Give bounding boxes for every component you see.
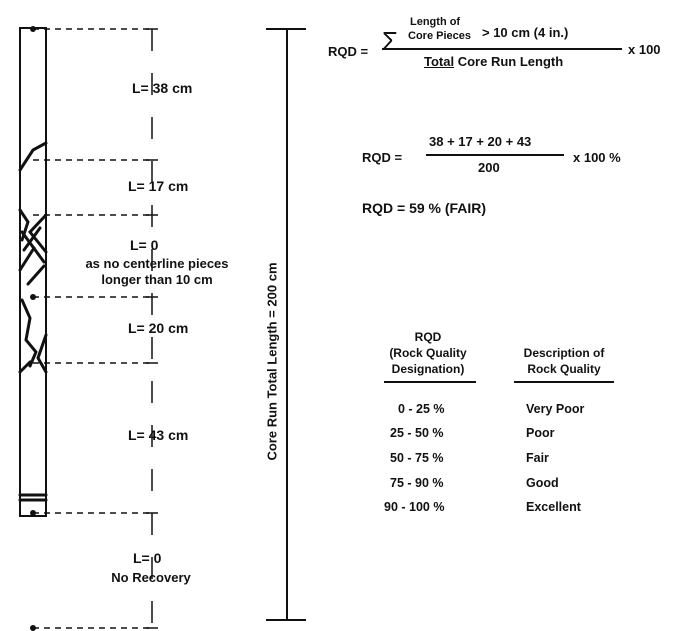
table-header-rule-2 [514,381,614,383]
table-header-rule-1 [384,381,476,383]
segment-label-3: L= 0 [130,237,159,253]
table-row-4-range: 75 - 90 % [390,476,444,490]
table-row-3-range: 50 - 75 % [390,451,444,465]
formula-sigma: Σ [382,26,399,56]
segment-note-3a: as no centerline pieces [85,256,229,271]
table-col2-header-1: Description of [523,346,605,360]
formula-den-rest: Core Run Length [457,54,564,69]
calc-numerator: 38 + 17 + 20 + 43 [429,134,532,149]
calc-denominator: 200 [478,160,500,175]
table-row-2-desc: Poor [526,426,555,440]
formula-fraction-bar [382,48,622,50]
segment-label-4: L= 20 cm [128,320,189,336]
table-row-1-desc: Very Poor [526,402,585,416]
segment-boundaries [33,28,152,629]
table-row-1-range: 0 - 25 % [398,402,445,416]
segment-label-6: L= 0 [133,550,162,566]
total-length-label: Core Run Total Length = 200 cm [264,262,280,461]
table-col1-header-2: (Rock Quality [389,346,467,360]
table-col1-header-1: RQD [414,330,442,344]
table-row-2-range: 25 - 50 % [390,426,444,440]
segment-label-5: L= 43 cm [128,427,189,443]
formula-times: x 100 [628,42,661,57]
core-fractures [18,141,48,502]
total-length-bar [266,28,306,621]
segment-note-6: No Recovery [111,570,191,585]
segment-note-3b: longer than 10 cm [101,272,213,287]
table-row-4-desc: Good [526,476,559,490]
table-row-5-desc: Excellent [526,500,581,514]
segment-ruler [146,28,158,629]
table-row-5-range: 90 - 100 % [384,500,445,514]
formula-lhs: RQD = [328,44,369,59]
formula-num-line1: Length of [410,16,461,28]
table-col2-header-2: Rock Quality [527,362,601,376]
calc-fraction-bar [426,154,564,156]
formula-denominator: Total Core Run Length [424,54,563,69]
table-col1-header-3: Designation) [391,362,465,376]
table-row-3-desc: Fair [526,451,549,465]
core-column [19,27,47,517]
segment-label-2: L= 17 cm [128,178,189,194]
formula-den-total: Total [424,54,455,69]
calc-lhs: RQD = [362,150,403,165]
calc-times: x 100 % [573,150,621,165]
formula-num-line2: Core Pieces [408,30,471,42]
formula-num-condition: > 10 cm (4 in.) [482,25,569,40]
calc-result: RQD = 59 % (FAIR) [362,200,487,216]
segment-label-1: L= 38 cm [132,80,193,96]
